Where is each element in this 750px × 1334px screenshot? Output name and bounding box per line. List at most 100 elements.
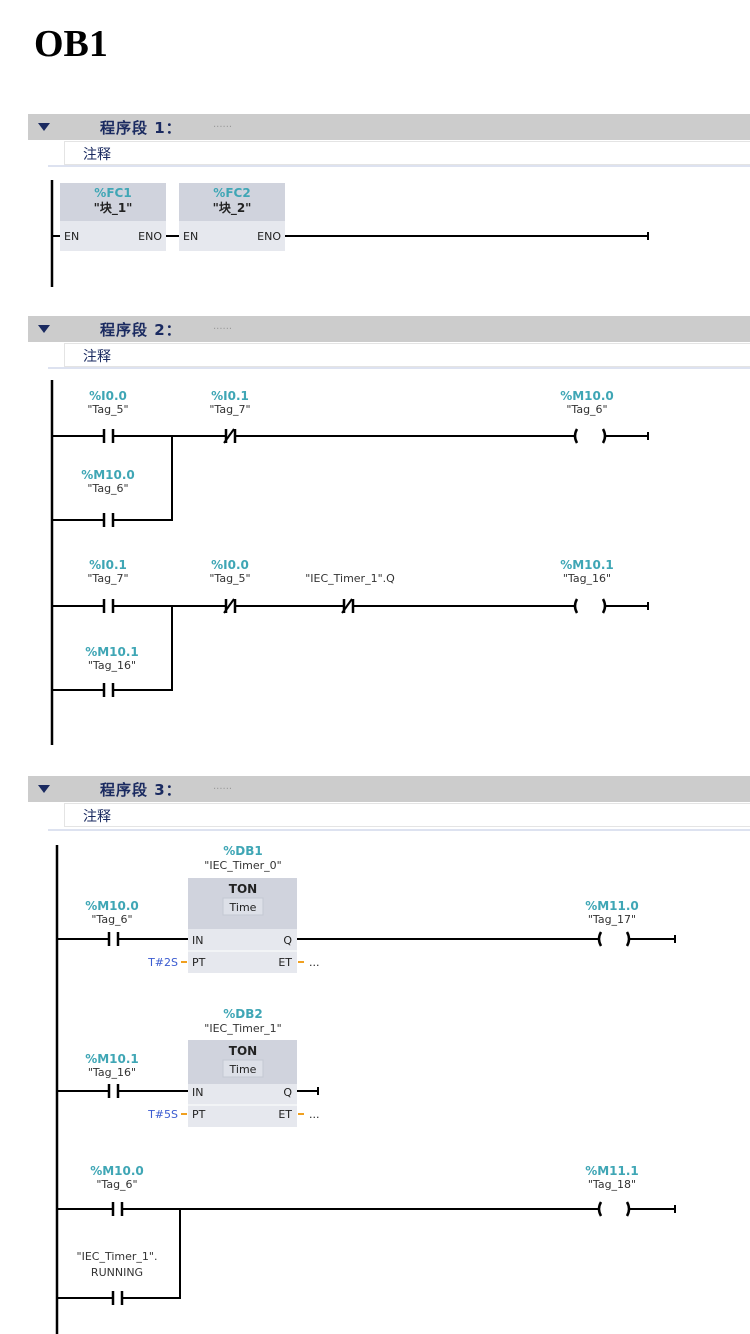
contact-address: %I0.1	[89, 558, 127, 572]
network-comment-1[interactable]: 注释	[64, 141, 750, 165]
contact-tag: "Tag_16"	[88, 659, 136, 672]
pin-et: ET	[278, 956, 292, 969]
coil[interactable]	[573, 598, 607, 614]
db-address: %DB2	[223, 1007, 262, 1021]
collapse-triangle-icon[interactable]	[38, 123, 50, 131]
pin-en: EN	[64, 230, 79, 243]
comment-text: 注释	[83, 349, 111, 365]
contact-tag: "IEC_Timer_1".	[77, 1250, 158, 1263]
contact-no[interactable]	[102, 513, 115, 527]
network-title: 程序段 1：	[100, 119, 182, 137]
separator	[48, 367, 750, 369]
timer-subtype: Time	[229, 901, 257, 914]
timer-subtype: Time	[229, 1063, 257, 1076]
block-address: %FC2	[213, 186, 250, 200]
pin-en: EN	[183, 230, 198, 243]
function-block-fc1[interactable]: %FC1 "块_1" EN ENO	[60, 183, 166, 251]
coil-tag: "Tag_17"	[588, 913, 636, 926]
contact-no[interactable]	[102, 429, 115, 443]
contact-tag: "Tag_5"	[209, 572, 250, 585]
pin-q: Q	[283, 934, 292, 947]
network-1-ladder: %FC1 "块_1" EN ENO %FC2 "块_2" EN ENO	[50, 180, 649, 287]
timer-instance: "IEC_Timer_1"	[204, 1022, 281, 1035]
timer-type: TON	[229, 1044, 257, 1058]
contact-tag: "Tag_6"	[96, 1178, 137, 1191]
contact-tag: "Tag_6"	[91, 913, 132, 926]
contact-no[interactable]	[102, 683, 115, 697]
collapse-triangle-icon[interactable]	[38, 325, 50, 333]
pt-value[interactable]: T#5S	[147, 1108, 178, 1121]
ton-timer-block[interactable]: TON Time IN Q PT ET	[188, 878, 297, 973]
network-title: 程序段 3：	[100, 781, 182, 799]
coil-tag: "Tag_16"	[563, 572, 611, 585]
coil-address: %M10.0	[560, 389, 614, 403]
block-address: %FC1	[94, 186, 131, 200]
contact-nc[interactable]	[223, 428, 237, 444]
contact-address: %M10.1	[85, 645, 139, 659]
contact-tag: "IEC_Timer_1".Q	[305, 572, 395, 585]
timer-instance: "IEC_Timer_0"	[204, 859, 281, 872]
coil[interactable]	[597, 1201, 631, 1217]
timer-type: TON	[229, 882, 257, 896]
coil[interactable]	[597, 931, 631, 947]
contact-tag: "Tag_7"	[209, 403, 250, 416]
coil-tag: "Tag_18"	[588, 1178, 636, 1191]
contact-address: %M10.0	[90, 1164, 144, 1178]
pin-pt: PT	[192, 956, 206, 969]
pin-in: IN	[192, 1086, 203, 1099]
db-address: %DB1	[223, 844, 262, 858]
pin-q: Q	[283, 1086, 292, 1099]
contact-tag: "Tag_16"	[88, 1066, 136, 1079]
contact-no[interactable]	[107, 932, 120, 946]
network-header-2[interactable]: 程序段 2： ......	[28, 316, 750, 342]
contact-address: %M10.0	[81, 468, 135, 482]
contact-tag: "Tag_7"	[87, 572, 128, 585]
coil-tag: "Tag_6"	[566, 403, 607, 416]
pin-eno: ENO	[257, 230, 281, 243]
network-header-3[interactable]: 程序段 3： ......	[28, 776, 750, 802]
network-3-ladder: %M10.0 "Tag_6" %DB1 "IEC_Timer_0" TON Ti…	[55, 844, 676, 1334]
contact-nc[interactable]	[341, 598, 355, 614]
ton-timer-block[interactable]: TON Time IN Q PT ET	[188, 1040, 297, 1127]
contact-no[interactable]	[111, 1291, 124, 1305]
separator	[48, 165, 750, 167]
et-value[interactable]: ...	[309, 1108, 320, 1121]
network-2-ladder: %I0.0 "Tag_5" %I0.1 "Tag_7" %M10.0 "Tag_…	[50, 380, 649, 745]
contact-address: %I0.0	[89, 389, 127, 403]
block-name: "块_1"	[94, 200, 133, 216]
contact-tag: "Tag_6"	[87, 482, 128, 495]
coil[interactable]	[573, 428, 607, 444]
network-header-1[interactable]: 程序段 1： ......	[28, 114, 750, 140]
pt-value[interactable]: T#2S	[147, 956, 178, 969]
pin-eno: ENO	[138, 230, 162, 243]
contact-no[interactable]	[111, 1202, 124, 1216]
pin-et: ET	[278, 1108, 292, 1121]
coil-address: %M11.0	[585, 899, 639, 913]
contact-no[interactable]	[102, 599, 115, 613]
network-title-placeholder[interactable]: ......	[213, 321, 233, 332]
network-title-placeholder[interactable]: ......	[213, 781, 233, 792]
network-title-placeholder[interactable]: ......	[213, 119, 233, 130]
block-name: "块_2"	[213, 200, 252, 216]
contact-no[interactable]	[107, 1084, 120, 1098]
network-comment-3[interactable]: 注释	[64, 803, 750, 827]
pin-pt: PT	[192, 1108, 206, 1121]
contact-tag: "Tag_5"	[87, 403, 128, 416]
network-title: 程序段 2：	[100, 321, 182, 339]
function-block-fc2[interactable]: %FC2 "块_2" EN ENO	[179, 183, 285, 251]
page-title: OB1	[34, 23, 108, 65]
comment-text: 注释	[83, 809, 111, 825]
contact-address: %I0.1	[211, 389, 249, 403]
contact-tag-member: RUNNING	[91, 1266, 143, 1279]
comment-text: 注释	[83, 147, 111, 163]
et-value[interactable]: ...	[309, 956, 320, 969]
contact-address: %M10.1	[85, 1052, 139, 1066]
contact-address: %I0.0	[211, 558, 249, 572]
collapse-triangle-icon[interactable]	[38, 785, 50, 793]
contact-nc[interactable]	[223, 598, 237, 614]
coil-address: %M10.1	[560, 558, 614, 572]
contact-address: %M10.0	[85, 899, 139, 913]
network-comment-2[interactable]: 注释	[64, 343, 750, 367]
pin-in: IN	[192, 934, 203, 947]
coil-address: %M11.1	[585, 1164, 639, 1178]
